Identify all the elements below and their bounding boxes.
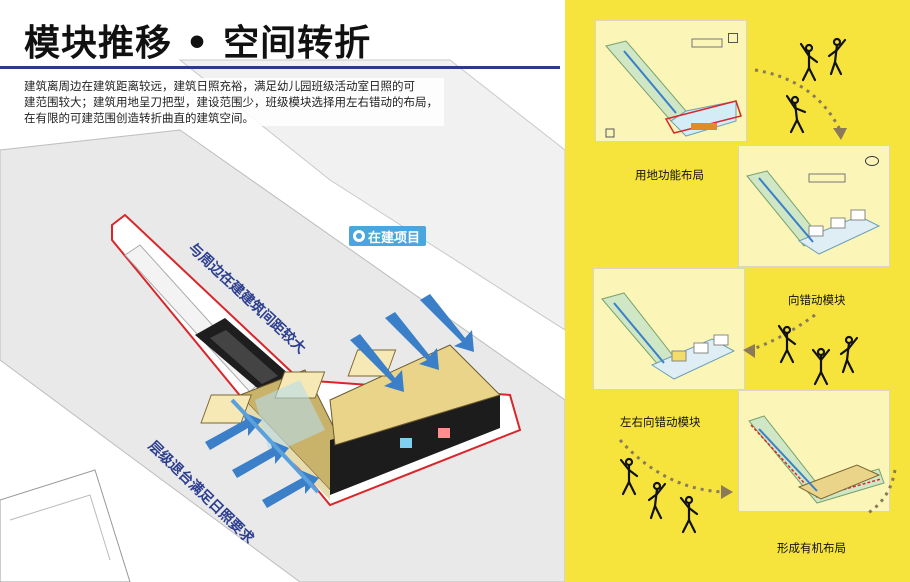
person-figure-4	[777, 324, 797, 364]
building-long-facade	[330, 395, 500, 495]
panel-1-drawing	[605, 38, 742, 138]
process-panel-2	[738, 145, 890, 267]
title-underline	[0, 66, 560, 69]
panel-4-drawing	[748, 415, 885, 504]
description-line: 在有限的可建范围创造转折曲直的建筑空间。	[24, 111, 254, 125]
site-plan-drawing	[0, 59, 565, 582]
person-figure-3	[785, 94, 807, 134]
description: 建筑离周边在建筑距离较远，建筑日照充裕，满足幼儿园班级活动室日照的可 建范围较大…	[24, 78, 444, 126]
left-wing-glass	[255, 380, 325, 455]
black-volume-inner	[210, 330, 278, 384]
site-plan-section: 模块推移 • 空间转折 建筑离周边在建筑距离较远，建筑日照充裕，满足幼儿园班级活…	[0, 23, 565, 582]
person-figure-2	[827, 37, 847, 76]
badge-label: 在建项目	[368, 230, 421, 246]
location-icon	[353, 230, 365, 242]
facade-window-2	[438, 428, 450, 438]
person-figure-1	[799, 42, 819, 82]
process-panel-3	[593, 268, 745, 390]
panel-2-caption: 向错动模块	[788, 293, 846, 307]
panel-4-caption: 形成有机布局	[777, 541, 846, 555]
neighbor-building	[0, 469, 131, 582]
building-roof	[329, 344, 501, 446]
panel-3-drawing	[601, 292, 736, 380]
panel-1-caption: 用地功能布局	[635, 168, 704, 182]
page-title: 模块推移 • 空间转折	[24, 23, 372, 64]
eye-icon	[865, 156, 879, 166]
person-figure-5	[811, 347, 831, 386]
person-figure-9	[679, 495, 699, 534]
panel-2-drawing	[746, 170, 881, 255]
description-line: 建范围较大；建筑用地呈刀把型，建设范围少，班级模块选择用左右错动的布局，	[24, 95, 438, 109]
panel-1-tag-icon	[728, 33, 738, 43]
upper-road	[178, 59, 565, 331]
facade-blue-line	[230, 398, 320, 494]
person-figure-6	[839, 335, 859, 374]
sun-arrows-upper	[350, 294, 474, 392]
person-figure-7	[619, 457, 639, 496]
facade-window-1	[400, 438, 412, 448]
under-construction-badge: 在建项目	[349, 226, 427, 246]
person-figure-8	[647, 481, 667, 520]
description-line: 建筑离周边在建筑距离较远，建筑日照充裕，满足幼儿园班级活动室日照的可	[24, 79, 415, 93]
process-section: 用地功能布局 向错动模块 左右向错动模块	[565, 0, 910, 582]
process-panel-4	[738, 390, 890, 512]
panel-3-caption: 左右向错动模块	[620, 415, 701, 429]
process-panel-1	[595, 20, 747, 142]
neighbor-outline	[9, 494, 111, 561]
roof-courtyard-1	[200, 394, 252, 424]
